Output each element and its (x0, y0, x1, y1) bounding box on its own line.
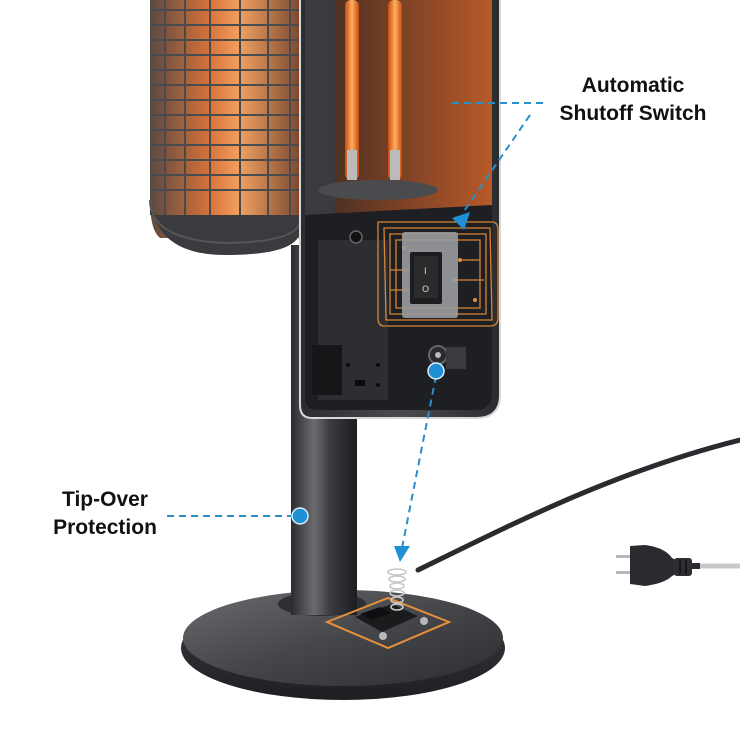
switch-on-symbol: I (424, 267, 427, 277)
power-plug-icon (616, 545, 692, 586)
callout-tip-over-protection: Tip-Over Protection (30, 486, 180, 542)
heater-cage (149, 0, 301, 255)
shutoff-switch: I O (377, 221, 499, 327)
switch-off-symbol: O (422, 285, 429, 295)
cutaway-housing (299, 0, 501, 419)
callout-line: Automatic (581, 74, 685, 97)
tip-over-switch (324, 568, 452, 650)
callout-line: Protection (53, 516, 157, 539)
shutoff-callout-dot (427, 362, 445, 380)
callout-line: Tip-Over (62, 488, 148, 511)
callout-automatic-shutoff-switch: Automatic Shutoff Switch (553, 72, 713, 128)
power-cord (415, 437, 740, 573)
tipover-callout-dot (291, 507, 309, 525)
callout-connectors (167, 102, 545, 562)
callout-line: Shutoff Switch (559, 102, 707, 125)
